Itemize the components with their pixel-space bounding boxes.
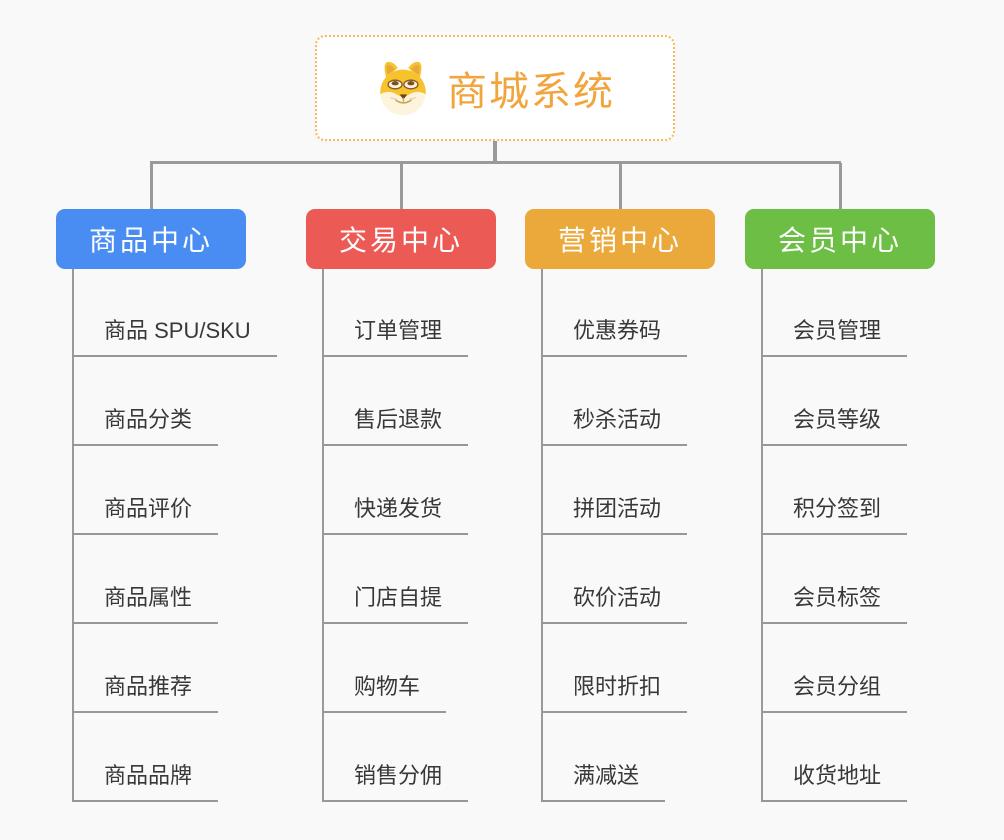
branch-label: 会员中心 bbox=[777, 225, 902, 256]
leaf-item[interactable]: 商品评价 bbox=[72, 491, 219, 535]
leaf-item[interactable]: 商品推荐 bbox=[72, 669, 219, 713]
leaf-item[interactable]: 积分签到 bbox=[761, 491, 908, 535]
shiba-dog-icon bbox=[380, 61, 426, 116]
branch-node[interactable]: 交易中心 bbox=[306, 209, 496, 269]
branch-1: 商品中心 商品 SPU/SKU 商品分类商品评价商品属性商品推荐商品品牌 bbox=[56, 209, 306, 840]
leaf-item[interactable]: 购物车 bbox=[322, 669, 447, 713]
root-connector-line bbox=[493, 141, 497, 163]
leaf-item[interactable]: 订单管理 bbox=[322, 313, 469, 357]
leaf-item[interactable]: 会员分组 bbox=[761, 669, 908, 713]
leaf-item[interactable]: 收货地址 bbox=[761, 758, 908, 802]
branch-connector-line bbox=[761, 269, 763, 802]
leaf-item[interactable]: 销售分佣 bbox=[322, 758, 469, 802]
branch-connector-line bbox=[541, 269, 543, 802]
leaf-item[interactable]: 商品 SPU/SKU bbox=[72, 313, 277, 357]
branch-node[interactable]: 营销中心 bbox=[525, 209, 715, 269]
leaf-item[interactable]: 会员标签 bbox=[761, 580, 908, 624]
branch-drop-line bbox=[150, 163, 153, 209]
branch-connector-line bbox=[322, 269, 324, 802]
branch-2: 交易中心 订单管理售后退款快递发货门店自提购物车销售分佣 bbox=[306, 209, 556, 840]
leaf-item[interactable]: 快递发货 bbox=[322, 491, 469, 535]
leaf-item[interactable]: 拼团活动 bbox=[541, 491, 688, 535]
branch-label: 商品中心 bbox=[88, 225, 213, 256]
leaf-item[interactable]: 砍价活动 bbox=[541, 580, 688, 624]
leaf-item[interactable]: 满减送 bbox=[541, 758, 666, 802]
root-title: 商城系统 bbox=[447, 70, 615, 114]
branch-label: 交易中心 bbox=[338, 225, 463, 256]
leaf-item[interactable]: 门店自提 bbox=[322, 580, 469, 624]
leaf-item[interactable]: 秒杀活动 bbox=[541, 402, 688, 446]
branch-label: 营销中心 bbox=[557, 225, 682, 256]
branch-node[interactable]: 会员中心 bbox=[745, 209, 935, 269]
branch-drop-line bbox=[839, 163, 842, 209]
root-node[interactable]: 商城系统 bbox=[315, 35, 675, 141]
branch-drop-line bbox=[400, 163, 403, 209]
leaf-item[interactable]: 售后退款 bbox=[322, 402, 469, 446]
leaf-item[interactable]: 会员管理 bbox=[761, 313, 908, 357]
branch-node[interactable]: 商品中心 bbox=[56, 209, 246, 269]
leaf-item[interactable]: 限时折扣 bbox=[541, 669, 688, 713]
leaf-item[interactable]: 商品分类 bbox=[72, 402, 219, 446]
branch-3: 营销中心 优惠券码秒杀活动拼团活动砍价活动限时折扣满减送 bbox=[525, 209, 775, 840]
branch-connector-line bbox=[72, 269, 74, 802]
leaf-item[interactable]: 商品品牌 bbox=[72, 758, 219, 802]
branch-drop-line bbox=[619, 163, 622, 209]
leaf-item[interactable]: 优惠券码 bbox=[541, 313, 688, 357]
branch-4: 会员中心 会员管理会员等级积分签到会员标签会员分组收货地址 bbox=[745, 209, 995, 840]
leaf-item[interactable]: 会员等级 bbox=[761, 402, 908, 446]
leaf-item[interactable]: 商品属性 bbox=[72, 580, 219, 624]
branch-bus-line bbox=[150, 161, 841, 164]
